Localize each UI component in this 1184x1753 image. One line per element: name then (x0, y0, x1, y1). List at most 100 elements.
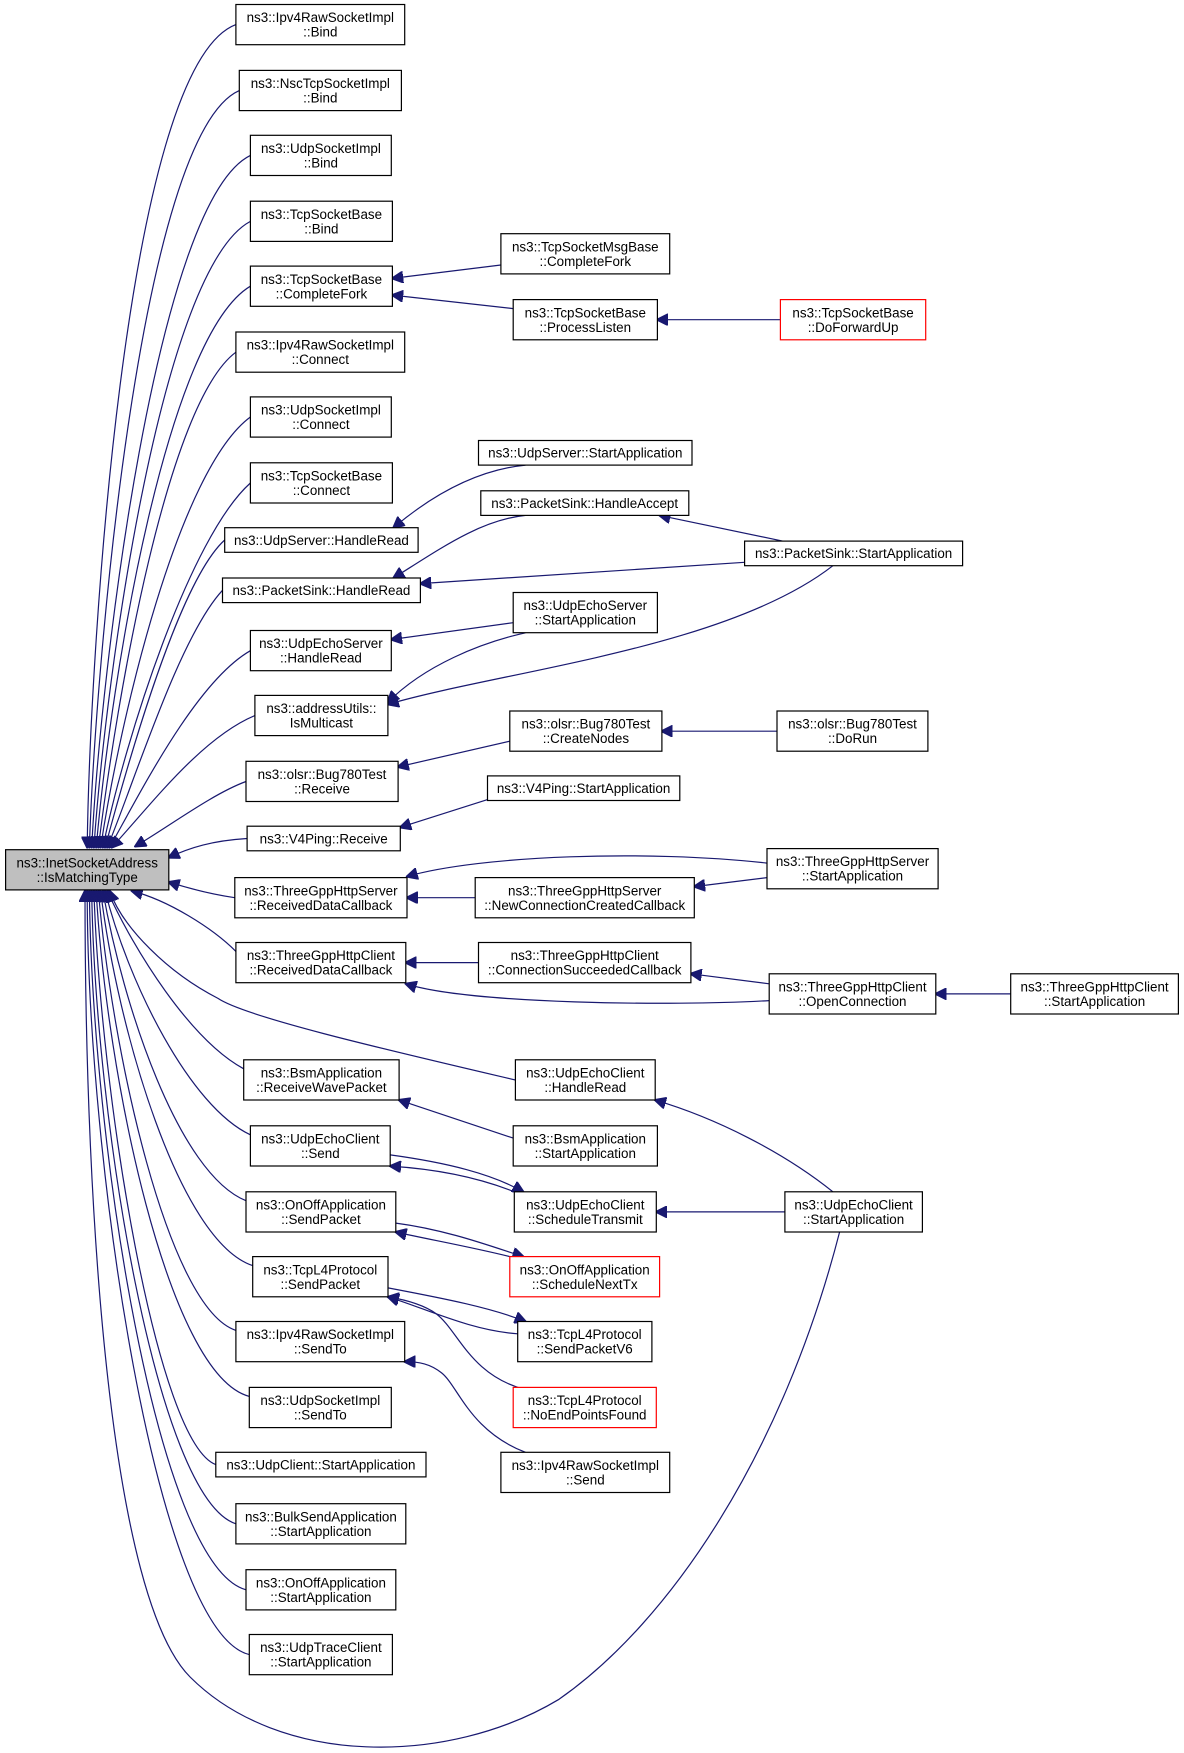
edge-n34-to-n33 (399, 1100, 514, 1139)
node-n15[interactable]: ns3::PacketSink::StartApplication (743, 540, 964, 567)
node-n40[interactable]: ns3::TcpL4Protocol::SendPacket (252, 1255, 389, 1298)
node-n17[interactable]: ns3::UdpEchoServer::StartApplication (512, 591, 659, 634)
node-label: ns3::NscTcpSocketImpl (251, 76, 390, 91)
node-label: ::SendPacketV6 (537, 1342, 633, 1357)
node-label: ns3::TcpSocketBase (261, 272, 382, 287)
node-label: ::Connect (292, 352, 350, 367)
node-n33[interactable]: ns3::BsmApplication::ReceiveWavePacket (243, 1059, 400, 1101)
edge-n39-to-n38 (396, 1232, 510, 1258)
node-n13[interactable]: ns3::UdpServer::HandleRead (224, 527, 419, 553)
node-n14[interactable]: ns3::PacketSink::HandleAccept (480, 490, 690, 516)
node-n34[interactable]: ns3::BsmApplication::StartApplication (512, 1125, 659, 1167)
node-n28[interactable]: ns3::ThreeGppHttpClient::ConnectionSucce… (477, 941, 692, 984)
node-n31[interactable]: ns3::ThreeGppHttpClient::StartApplicatio… (1010, 973, 1180, 1015)
node-n32[interactable]: ns3::UdpEchoClient::HandleRead (514, 1059, 656, 1101)
node-n25[interactable]: ns3::ThreeGppHttpServer::StartApplicatio… (766, 847, 939, 890)
node-label: ns3::InetSocketAddress (16, 855, 158, 870)
node-n3[interactable]: ns3::UdpSocketImpl::Bind (249, 134, 392, 177)
node-n21[interactable]: ns3::olsr::Bug780Test::DoRun (776, 710, 929, 752)
node-n37[interactable]: ns3::UdpEchoClient::StartApplication (784, 1191, 924, 1233)
node-n43[interactable]: ns3::TcpL4Protocol::NoEndPointsFound (512, 1386, 657, 1429)
node-box (238, 69, 403, 112)
node-box (235, 941, 407, 984)
edge-n20-to-n22 (398, 740, 510, 767)
edge-n35-to-root (105, 891, 251, 1136)
node-n11[interactable]: ns3::TcpSocketBase::Connect (249, 462, 393, 504)
node-box (474, 876, 695, 919)
node-box (1010, 973, 1180, 1015)
node-n29[interactable]: ns3::ThreeGppHttpClient::ReceivedDataCal… (235, 941, 407, 984)
node-label: ns3::ThreeGppHttpClient (778, 979, 926, 994)
node-n20[interactable]: ns3::olsr::Bug780Test::CreateNodes (509, 710, 663, 752)
edge-n41-to-n40 (388, 1297, 518, 1335)
edge-n49-to-root (87, 891, 250, 1656)
node-root[interactable]: ns3::InetSocketAddress::IsMatchingType (4, 849, 170, 891)
node-n38[interactable]: ns3::OnOffApplication::SendPacket (245, 1191, 397, 1233)
node-n47[interactable]: ns3::BulkSendApplication::StartApplicati… (235, 1503, 407, 1545)
node-box (4, 849, 170, 891)
edge-n22-to-root (135, 780, 247, 847)
node-n42[interactable]: ns3::Ipv4RawSocketImpl::SendTo (235, 1320, 406, 1363)
node-n2[interactable]: ns3::NscTcpSocketImpl::Bind (238, 69, 403, 112)
edge-n44-to-root (96, 891, 250, 1397)
node-n39[interactable]: ns3::OnOffApplication::ScheduleNextTx (509, 1255, 661, 1298)
node-n10[interactable]: ns3::UdpSocketImpl::Connect (249, 396, 392, 438)
node-n7[interactable]: ns3::TcpSocketBase::ProcessListen (512, 299, 659, 341)
node-n35[interactable]: ns3::UdpEchoClient::Send (249, 1125, 391, 1167)
node-box (517, 1320, 653, 1363)
node-n48[interactable]: ns3::OnOffApplication::StartApplication (245, 1569, 397, 1611)
node-n5[interactable]: ns3::TcpSocketBase::CompleteFork (249, 265, 393, 307)
node-n4[interactable]: ns3::TcpSocketBase::Bind (249, 200, 393, 242)
node-n23[interactable]: ns3::V4Ping::StartApplication (486, 775, 681, 802)
node-box (512, 1125, 659, 1167)
node-label: ns3::TcpSocketMsgBase (512, 239, 659, 254)
node-n41[interactable]: ns3::TcpL4Protocol::SendPacketV6 (517, 1320, 653, 1363)
node-label: ns3::OnOffApplication (256, 1575, 386, 1590)
node-n26[interactable]: ns3::ThreeGppHttpServer::ReceivedDataCal… (234, 876, 408, 919)
edge-n26-to-root (169, 882, 235, 899)
node-n27[interactable]: ns3::ThreeGppHttpServer::NewConnectionCr… (474, 876, 695, 919)
node-box (246, 825, 401, 852)
node-n18[interactable]: ns3::UdpEchoServer::HandleRead (249, 629, 392, 672)
node-n1[interactable]: ns3::Ipv4RawSocketImpl::Bind (235, 3, 406, 46)
node-box (248, 1386, 392, 1429)
edge-n17-to-n18 (391, 622, 514, 640)
node-box (477, 941, 692, 984)
node-n22[interactable]: ns3::olsr::Bug780Test::Receive (245, 760, 399, 803)
edge-n25-to-n27 (694, 877, 768, 887)
node-label: ::ScheduleTransmit (528, 1212, 643, 1227)
node-label: ::Receive (294, 782, 350, 797)
edge-n10-to-root (101, 416, 251, 847)
node-box (245, 760, 399, 803)
node-n45[interactable]: ns3::Ipv4RawSocketImpl::Send (500, 1451, 671, 1494)
edge-n15-to-n14 (660, 515, 783, 542)
edge-n38-to-n39 (395, 1222, 523, 1257)
node-n8[interactable]: ns3::TcpSocketBase::DoForwardUp (779, 299, 927, 341)
node-label: ns3::V4Ping::Receive (260, 831, 388, 846)
node-n9[interactable]: ns3::Ipv4RawSocketImpl::Connect (235, 331, 406, 373)
node-n19[interactable]: ns3::addressUtils::IsMulticast (254, 694, 389, 737)
node-n44[interactable]: ns3::UdpSocketImpl::SendTo (248, 1386, 392, 1429)
edge-n47-to-root (92, 891, 237, 1525)
node-label: ns3::UdpEchoServer (524, 598, 648, 613)
node-n16[interactable]: ns3::PacketSink::HandleRead (221, 577, 421, 604)
edge-n24-to-root (169, 837, 248, 858)
node-label: ::OpenConnection (799, 994, 907, 1009)
node-box (480, 490, 690, 516)
node-n36[interactable]: ns3::UdpEchoClient::ScheduleTransmit (513, 1191, 657, 1233)
node-n49[interactable]: ns3::UdpTraceClient::StartApplication (248, 1633, 394, 1676)
edge-n37-to-root (85, 891, 841, 1748)
node-label: ::ScheduleNextTx (532, 1277, 638, 1292)
node-label: ns3::ThreeGppHttpClient (1021, 979, 1169, 994)
edge-n40-to-n41 (387, 1287, 526, 1322)
node-n46[interactable]: ns3::UdpClient::StartApplication (215, 1451, 427, 1478)
edge-n35-to-n36 (390, 1154, 523, 1192)
node-n12[interactable]: ns3::UdpServer::StartApplication (477, 439, 693, 466)
node-box (235, 3, 406, 46)
edge-n2-to-root (89, 90, 240, 848)
node-n30[interactable]: ns3::ThreeGppHttpClient::OpenConnection (768, 973, 937, 1015)
node-n6[interactable]: ns3::TcpSocketMsgBase::CompleteFork (500, 233, 671, 275)
edge-n6-to-n5 (392, 264, 501, 278)
node-n24[interactable]: ns3::V4Ping::Receive (246, 825, 401, 852)
